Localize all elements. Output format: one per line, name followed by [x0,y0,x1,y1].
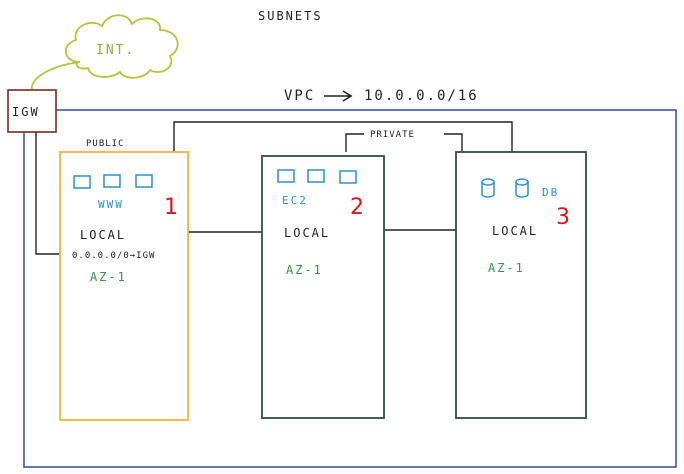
database-icon [481,178,495,198]
subnet-2-route-label: LOCAL [284,226,330,240]
instance-icons [73,174,153,189]
internet-label: INT. [96,43,135,58]
database-icon [515,178,529,198]
igw-label: IGW [12,105,40,119]
vpc-label: VPC [284,88,315,104]
database-icons [481,178,529,198]
private-bracket [345,133,463,152]
subnet-2-number: 2 [350,195,364,220]
subnet-3-number: 3 [556,205,570,230]
internet-gateway: IGW [7,89,57,133]
vpc-cidr: 10.0.0.0/16 [364,88,479,104]
subnet-1-az: AZ-1 [90,270,127,284]
vpc-label-group: VPC 10.0.0.0/16 [284,88,479,104]
subnet-3-route-label: LOCAL [492,224,538,238]
subnet-1-route-label: LOCAL [80,228,126,242]
subnet-private-app: EC2 2 LOCAL AZ-1 [261,155,385,419]
vpc-arrow-icon [324,90,353,102]
subnet-1-type-label: PUBLIC [86,139,125,149]
subnet-2-box [261,155,385,419]
subnet-1-route-extra: 0.0.0.0/0→IGW [72,251,155,261]
subnet-private-db: DB 3 LOCAL AZ-1 [455,151,587,419]
subnet-1-box [59,151,189,421]
igw-box [7,89,57,133]
subnet-3-box [455,151,587,419]
instance-icon [339,170,357,184]
instance-icon [103,174,121,188]
private-label: PRIVATE [370,130,415,140]
subnet-3-az: AZ-1 [488,261,525,275]
subnet-3-resource-label: DB [542,186,559,199]
instance-icon [277,169,295,183]
instance-icon [135,174,153,188]
instance-icon [307,169,325,183]
subnet-1-resource-label: WWW [98,198,124,211]
subnet-2-az: AZ-1 [286,263,323,277]
instance-icons [277,169,357,184]
internet-cloud: INT. [31,14,179,91]
cloud-icon [64,14,179,79]
subnet-2-resource-label: EC2 [282,194,308,207]
subnet-public: PUBLIC WWW 1 LOCAL 0.0.0.0/0→IGW AZ-1 [59,139,189,421]
vpc-boundary [23,109,677,468]
diagram-title: SUBNETS [258,9,323,23]
subnet-1-number: 1 [164,195,178,220]
top-connector-line [173,121,513,152]
instance-icon [73,175,91,189]
igw-route-line [35,132,60,255]
cloud-to-igw-link [31,61,81,91]
